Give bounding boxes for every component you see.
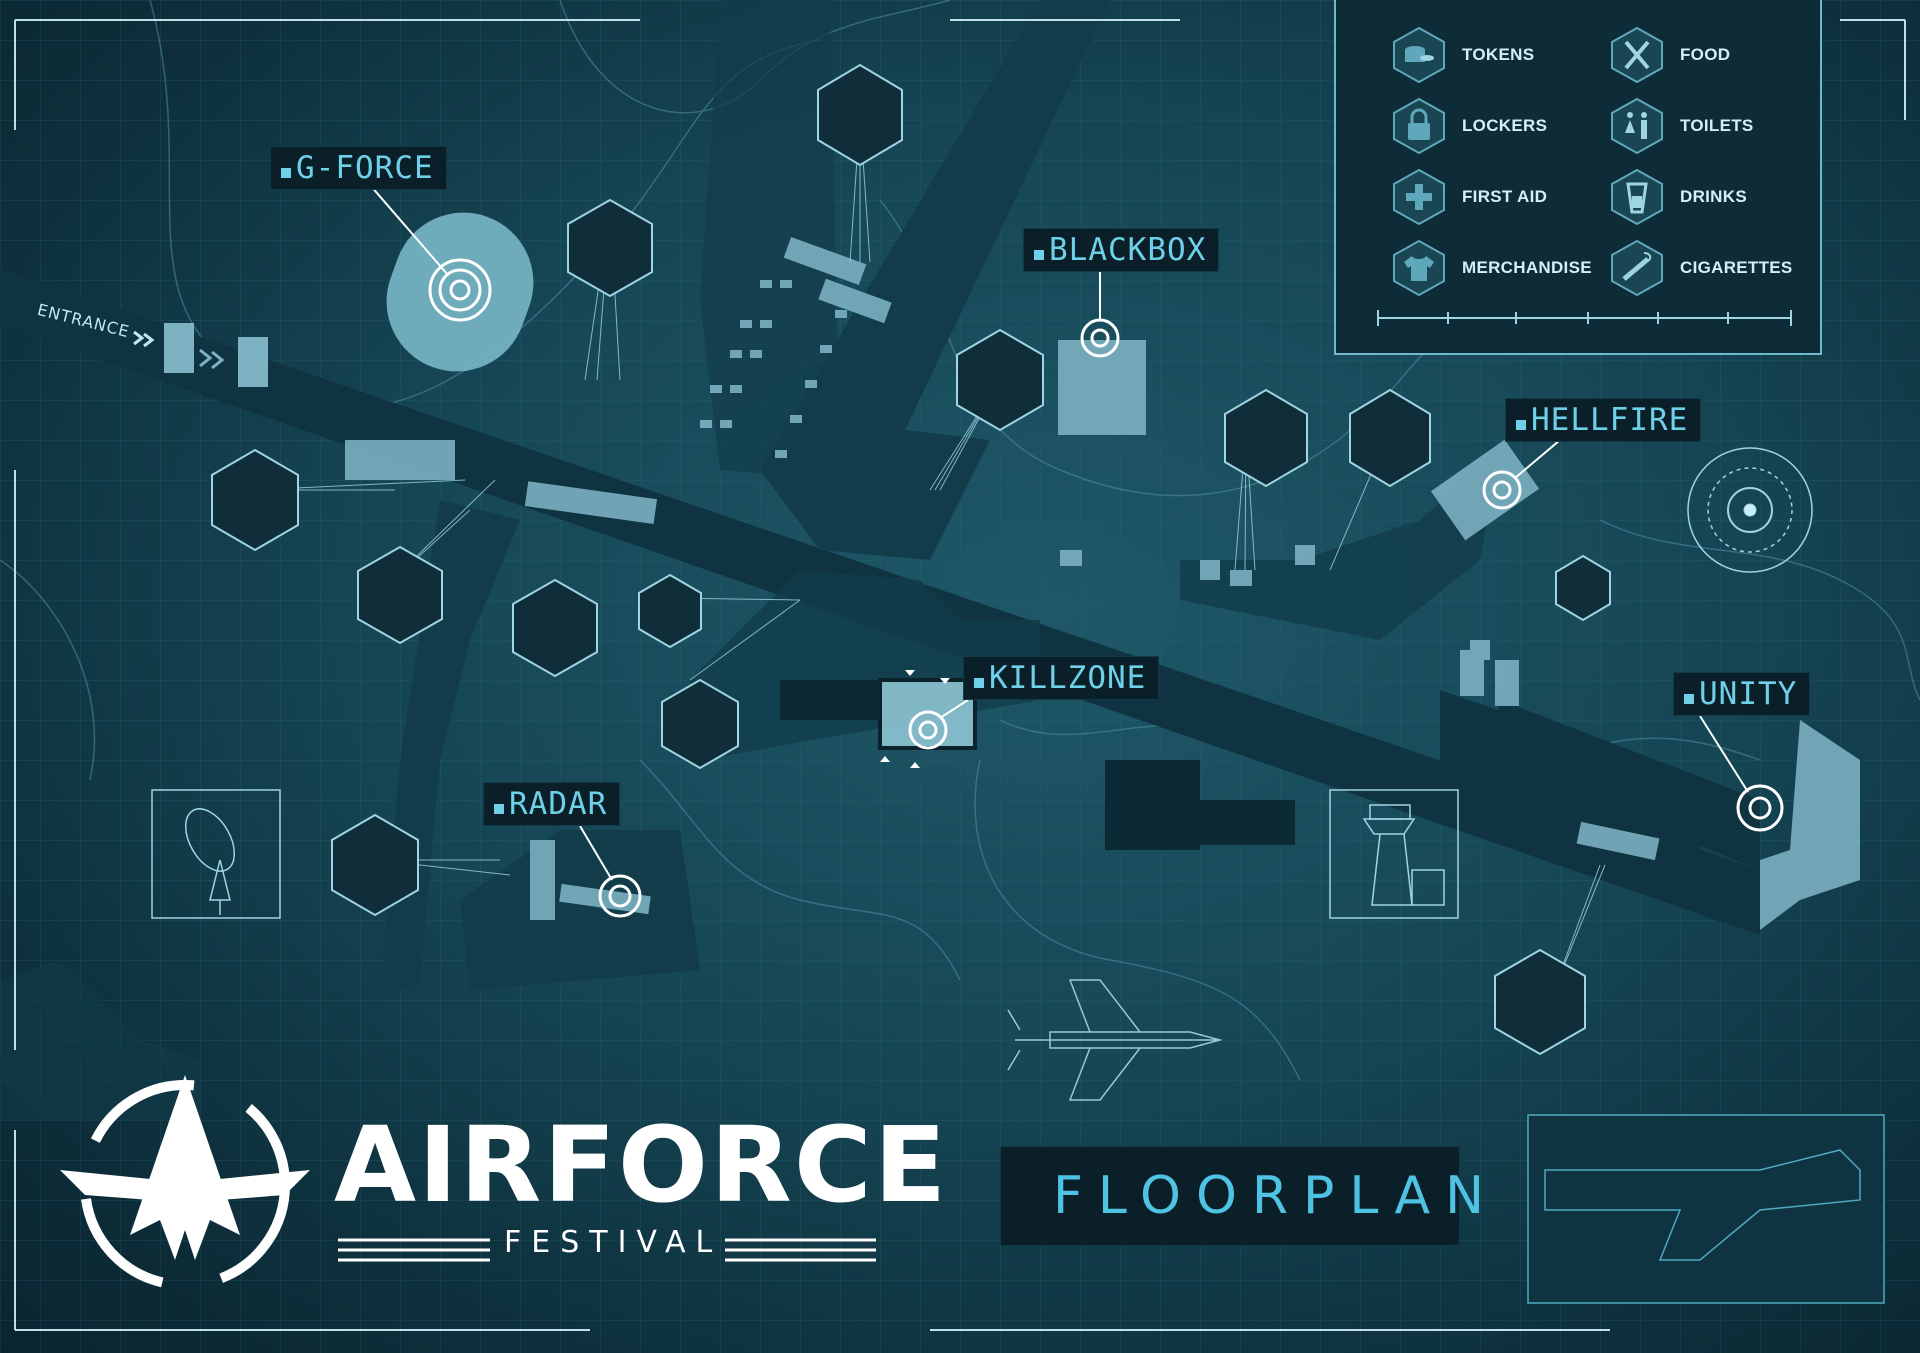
brand-name: AIRFORCE — [334, 1104, 949, 1226]
legend-item-toilets: TOILETS — [1608, 97, 1754, 155]
tokens-marker — [512, 578, 598, 678]
brand-underlines — [338, 1238, 876, 1262]
drinks-marker — [567, 198, 653, 298]
stage-chevrons — [880, 670, 950, 768]
unity-target — [1736, 784, 1784, 832]
radar-target — [598, 874, 642, 918]
drinks-marker — [331, 813, 419, 917]
g-force-dome — [386, 212, 534, 372]
compass-ornament — [1687, 447, 1813, 573]
legend-item-first-aid: FIRST AID — [1390, 168, 1547, 226]
legend-item-cigarettes: CIGARETTES — [1608, 239, 1793, 297]
label-marker-icon — [1034, 250, 1044, 260]
airforce-emblem-icon — [60, 1075, 310, 1290]
label-marker-icon — [974, 678, 984, 688]
tokens-icon — [1393, 26, 1445, 84]
locker-icon — [1393, 97, 1445, 155]
jet-blueprint — [1007, 979, 1223, 1101]
legend-item-tokens: TOKENS — [1390, 26, 1534, 84]
locker-marker — [211, 448, 299, 552]
cigarettes-marker — [638, 573, 702, 649]
blackbox-building — [1058, 340, 1146, 435]
first-aid-icon — [1393, 168, 1445, 226]
g-force-target — [428, 258, 492, 322]
label-marker-icon — [281, 168, 291, 178]
drinks-icon — [1611, 168, 1663, 226]
merchandise-marker — [661, 678, 739, 770]
control-tower-blueprint — [1329, 789, 1459, 919]
tokens-marker — [1349, 388, 1431, 488]
label-marker-icon — [494, 804, 504, 814]
stage-label-blackbox: BLACKBOX — [1023, 228, 1220, 272]
entrance-markings — [133, 323, 268, 387]
gun-blueprint — [1527, 1114, 1885, 1304]
legend-item-merchandise: MERCHANDISE — [1390, 239, 1592, 297]
legend-item-lockers: LOCKERS — [1390, 97, 1547, 155]
label-marker-icon — [1684, 694, 1694, 704]
drinks-marker — [1494, 948, 1586, 1056]
first-aid-marker — [357, 545, 443, 645]
killzone-target — [908, 710, 948, 750]
food-marker — [1555, 554, 1611, 622]
stage-label-killzone: KILLZONE — [963, 656, 1160, 700]
map-title: FLOORPLAN — [1053, 1166, 1500, 1226]
label-leaders — [369, 184, 1749, 881]
brand-subtitle: FESTIVAL — [504, 1225, 723, 1260]
legend-scale — [1377, 310, 1792, 326]
frame-lines — [14, 19, 1906, 1331]
food-marker — [817, 63, 903, 167]
amenity-markers — [211, 63, 1611, 1056]
toilets-icon — [1611, 97, 1663, 155]
stage-label-radar: RADAR — [483, 782, 621, 826]
stage-markers — [428, 258, 1784, 918]
toilets-marker — [956, 328, 1044, 432]
unity-building — [1760, 720, 1860, 930]
buildings — [345, 212, 1860, 930]
drinks-marker — [1224, 388, 1308, 488]
stage-label-hellfire: HELLFIRE — [1505, 398, 1702, 442]
label-marker-icon — [1516, 420, 1526, 430]
stage-label-g-force: G-FORCE — [270, 146, 447, 190]
merchandise-icon — [1393, 239, 1445, 297]
runway — [0, 0, 1760, 1120]
hellfire-target — [1482, 470, 1522, 510]
legend-item-food: FOOD — [1608, 26, 1730, 84]
food-icon — [1611, 26, 1663, 84]
map-title-box: FLOORPLAN — [1000, 1146, 1484, 1246]
radar-dish-blueprint — [151, 789, 281, 919]
stage-label-unity: UNITY — [1673, 672, 1811, 716]
legend-item-drinks: DRINKS — [1608, 168, 1747, 226]
cigarettes-icon — [1611, 239, 1663, 297]
legend-panel: TOKENS FOOD LOCKERS TOILETS FIRST AID DR… — [1334, 0, 1822, 355]
